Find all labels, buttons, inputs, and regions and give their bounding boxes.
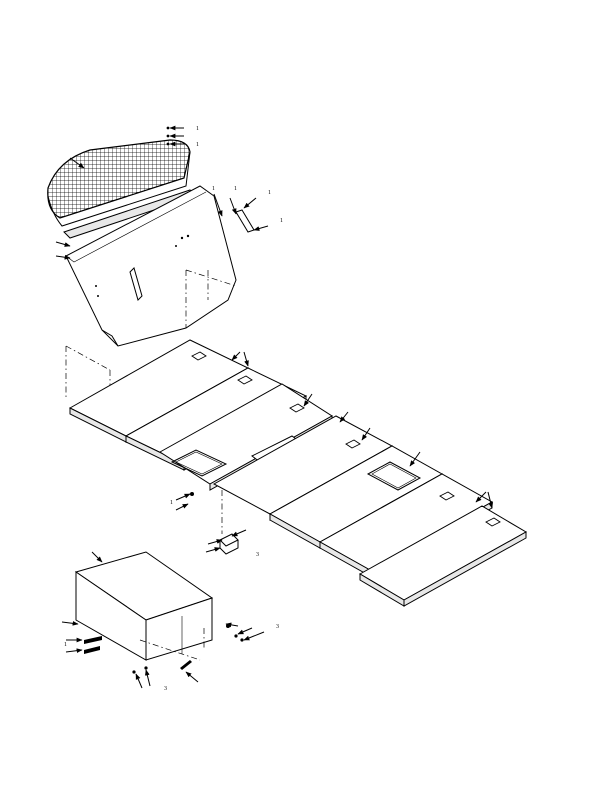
box-end (145, 597, 213, 661)
plate-bolts (95, 234, 190, 297)
callout-labels: 1 1 1 1 1 1 1 3 3 1 3 (64, 126, 283, 692)
plate-side (101, 329, 119, 347)
callout: 1 (64, 642, 67, 648)
callout: 1 (212, 186, 215, 192)
callout: 3 (256, 552, 259, 558)
plate-hidden-lines (185, 269, 237, 328)
box-hidden-lines (139, 628, 205, 661)
step-assembly (47, 139, 255, 347)
access-hatch-2 (366, 461, 422, 491)
callout: 1 (196, 142, 199, 148)
callout: 1 (170, 500, 173, 506)
side-bracket (235, 209, 255, 233)
callout: 1 (234, 186, 237, 192)
floor-panels (68, 339, 528, 607)
callout: 1 (268, 190, 271, 196)
leaders (55, 125, 494, 689)
angled-plate (65, 185, 237, 347)
tie-down-brackets (191, 351, 501, 527)
access-hatch-1 (170, 449, 228, 477)
hardware (84, 126, 244, 674)
grating-tread-edge (47, 151, 191, 227)
callout: 3 (276, 624, 279, 630)
callout: 3 (164, 686, 167, 692)
callout: 1 (196, 126, 199, 132)
callout: 1 (280, 218, 283, 224)
handle-slot (129, 267, 143, 301)
storage-box (74, 551, 214, 661)
under-floor-bracket (219, 490, 239, 555)
grating-tread (47, 139, 191, 219)
